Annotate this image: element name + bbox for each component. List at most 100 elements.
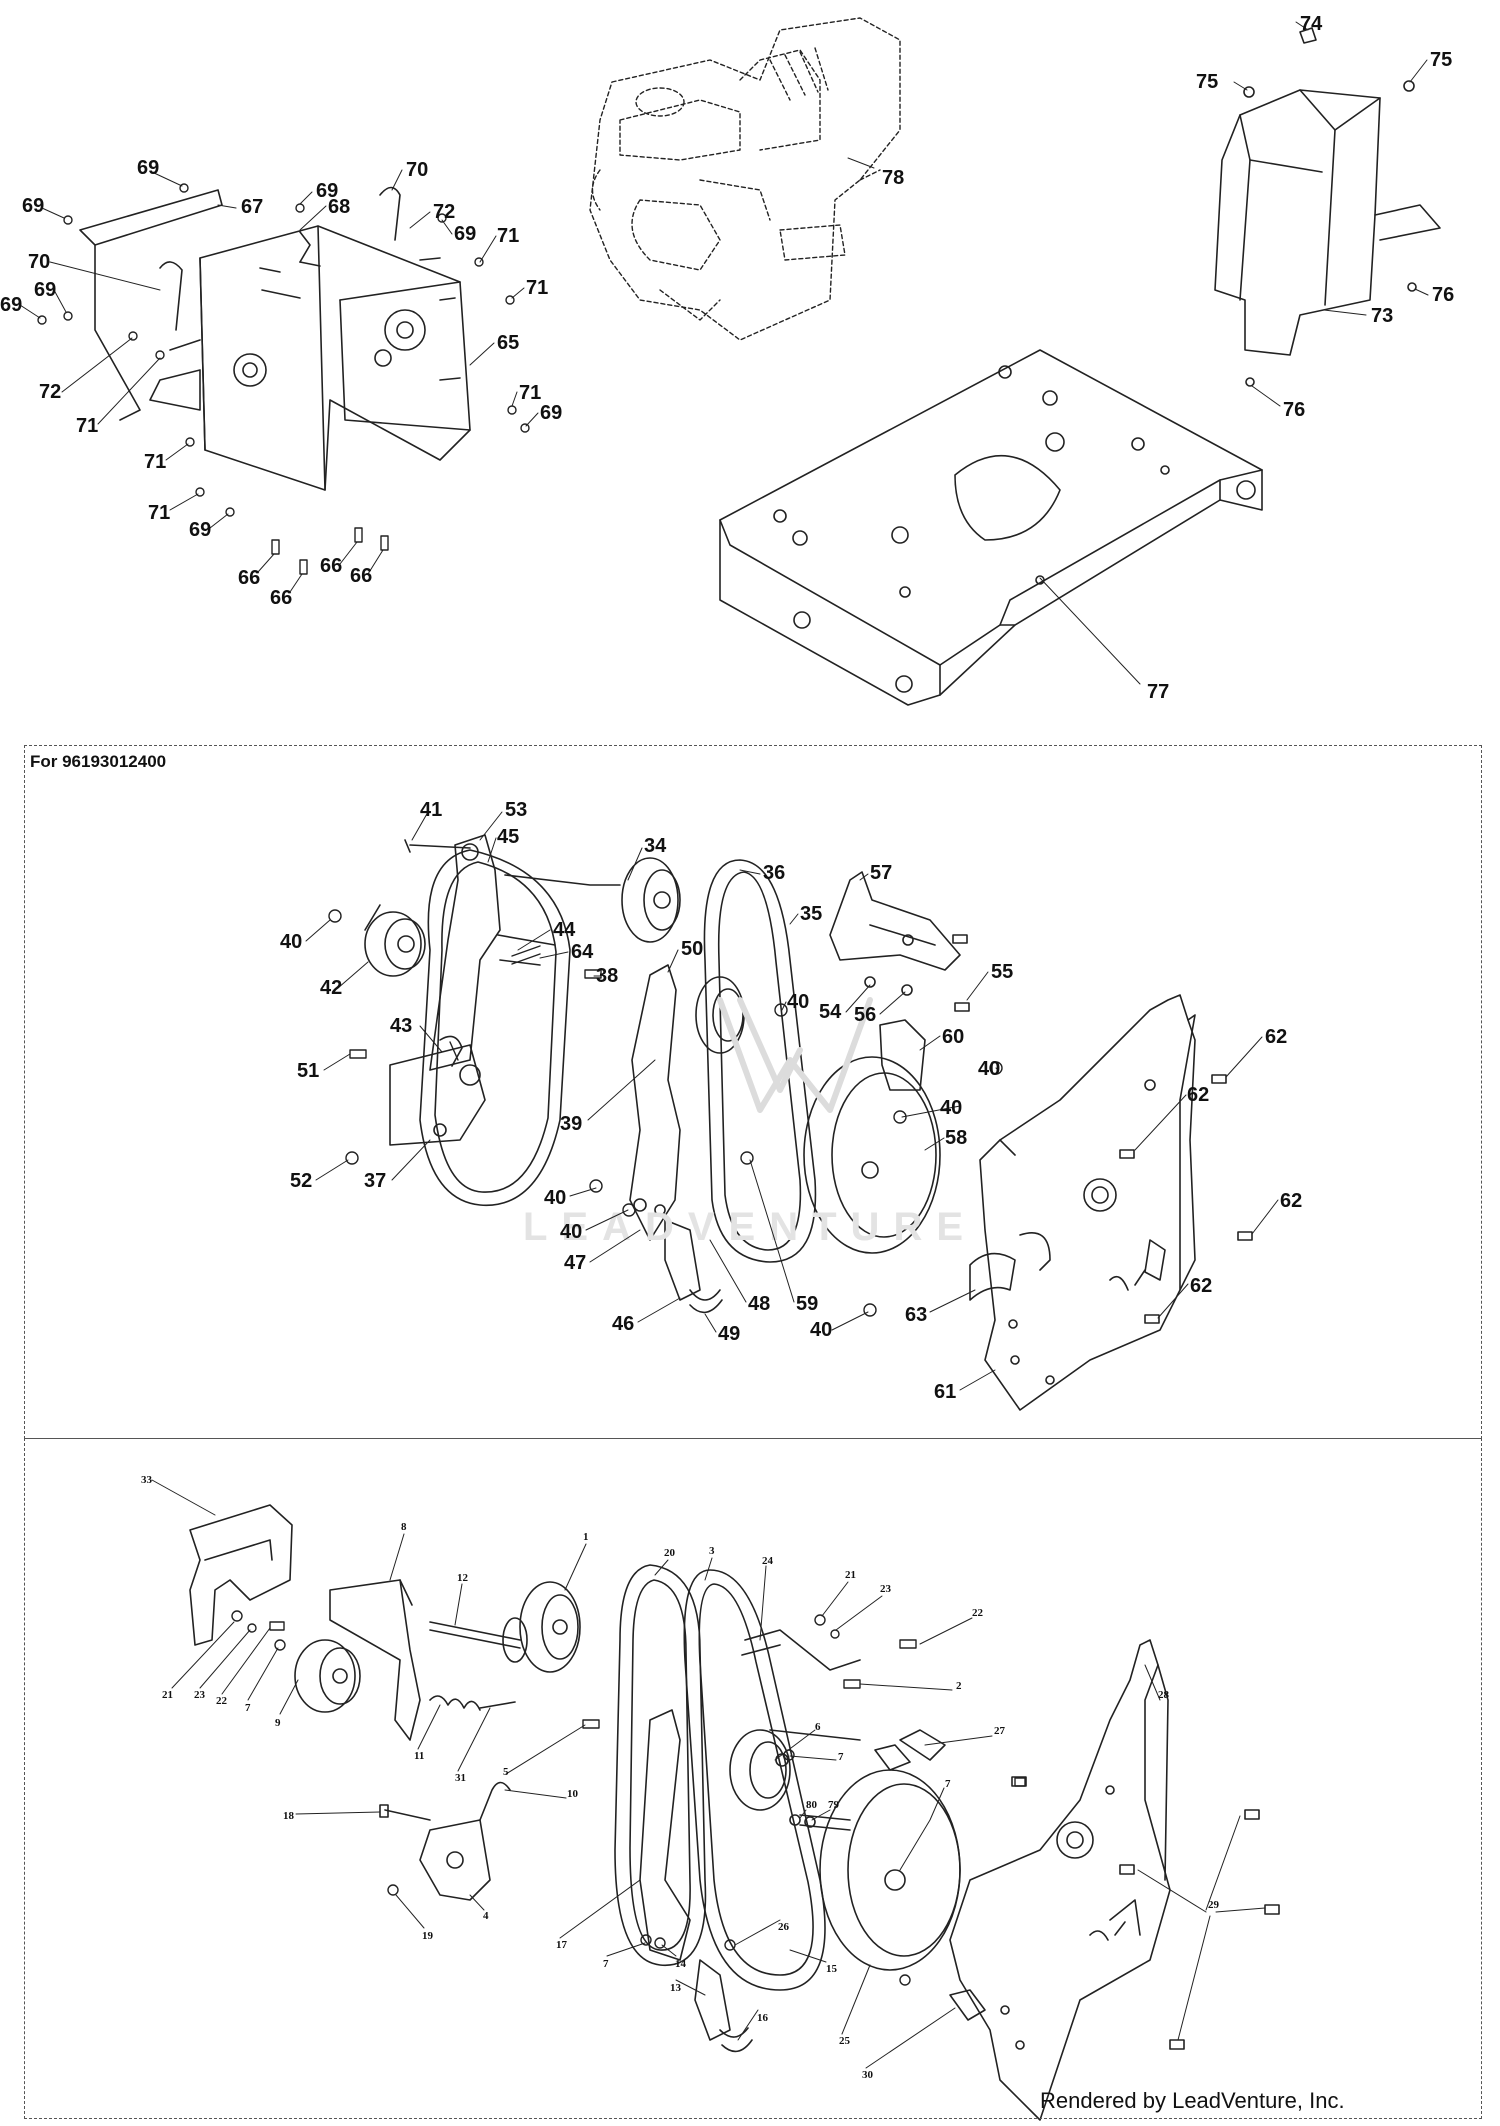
callout-label-48: 48 [748, 1293, 771, 1315]
engine-dashed-outline [589, 17, 901, 341]
callout-label-54: 54 [819, 1001, 842, 1023]
callout-label-67: 67 [241, 196, 264, 218]
callout-label-53: 53 [505, 799, 528, 821]
callout-label-77: 77 [1147, 681, 1170, 703]
callout-label-9: 9 [275, 1717, 281, 1729]
callout-label-56: 56 [854, 1004, 877, 1026]
callout-label-43: 43 [390, 1015, 413, 1037]
callout-label-40b: 40 [787, 991, 810, 1013]
callout-label-23a: 23 [880, 1583, 891, 1595]
callout-label-73: 73 [1371, 305, 1394, 327]
callout-label-69h: 69 [189, 519, 212, 541]
belt-cover-right [1214, 27, 1441, 387]
callout-label-12: 12 [457, 1572, 468, 1584]
callout-label-34: 34 [644, 835, 667, 857]
callout-label-10: 10 [567, 1788, 578, 1800]
callout-label-58: 58 [945, 1127, 968, 1149]
callout-label-17: 17 [556, 1939, 567, 1951]
callout-label-35: 35 [800, 903, 823, 925]
callout-label-75a: 75 [1196, 71, 1219, 93]
callout-label-19: 19 [422, 1930, 433, 1942]
callout-label-47: 47 [564, 1252, 587, 1274]
mid-pulleys [364, 857, 941, 1254]
callout-label-80: 80 [806, 1799, 817, 1811]
callout-label-76a: 76 [1432, 284, 1455, 306]
callout-label-71c: 71 [519, 382, 542, 404]
callout-label-72b: 72 [39, 381, 62, 403]
callout-label-45: 45 [497, 826, 520, 848]
callout-label-39: 39 [560, 1113, 583, 1135]
callout-label-76b: 76 [1283, 399, 1306, 421]
bottom-brake-arm [639, 1629, 861, 2053]
callout-label-2: 2 [956, 1680, 962, 1692]
callout-label-20: 20 [664, 1547, 675, 1559]
callout-label-64: 64 [571, 941, 594, 963]
callout-label-16: 16 [757, 2012, 768, 2024]
callout-label-62d: 62 [1190, 1275, 1213, 1297]
bottom-main-pulley-25 [789, 1769, 961, 1971]
callout-label-79: 79 [828, 1799, 839, 1811]
callout-label-7d: 7 [603, 1958, 609, 1970]
callout-label-21b: 21 [162, 1689, 173, 1701]
callout-label-49: 49 [718, 1323, 741, 1345]
callout-label-71a: 71 [497, 225, 520, 247]
callout-label-26: 26 [778, 1921, 789, 1933]
mid-small-hardware [328, 909, 1003, 1317]
callout-label-75b: 75 [1430, 49, 1453, 71]
callout-label-70a: 70 [406, 159, 429, 181]
callout-label-60: 60 [942, 1026, 965, 1048]
callout-label-41: 41 [420, 799, 443, 821]
callout-label-27: 27 [994, 1725, 1005, 1737]
callout-label-22a: 22 [972, 1607, 983, 1619]
mid-brake-arm [629, 964, 723, 1314]
callout-label-61: 61 [934, 1381, 957, 1403]
bottom-side-plate-28 [874, 1639, 1280, 2121]
callout-label-74: 74 [1300, 13, 1323, 35]
callout-label-40f: 40 [560, 1221, 583, 1243]
callout-label-62c: 62 [1280, 1190, 1303, 1212]
callout-label-57: 57 [870, 862, 893, 884]
callout-label-52: 52 [290, 1170, 313, 1192]
callout-label-69b: 69 [22, 195, 45, 217]
callout-label-25: 25 [839, 2035, 850, 2047]
frame-housing-group [79, 186, 471, 491]
callout-label-62a: 62 [1265, 1026, 1288, 1048]
footer-credit: Rendered by LeadVenture, Inc. [1040, 2088, 1345, 2113]
callout-label-71e: 71 [144, 451, 167, 473]
callout-label-66d: 66 [270, 587, 293, 609]
callout-label-69e: 69 [34, 279, 57, 301]
callout-label-55: 55 [991, 961, 1014, 983]
bottom-bracket-4 [379, 1781, 511, 1901]
callout-label-42: 42 [320, 977, 343, 999]
callout-label-18: 18 [283, 1810, 294, 1822]
callout-label-1: 1 [583, 1531, 589, 1543]
section-frame-bottom [24, 1438, 1482, 2119]
leader-78 [847, 157, 875, 169]
callout-label-14: 14 [675, 1958, 686, 1970]
callout-label-23b: 23 [194, 1689, 205, 1701]
callout-label-69c: 69 [316, 180, 339, 202]
callout-label-3: 3 [709, 1545, 715, 1557]
callout-label-40g: 40 [810, 1319, 833, 1341]
callout-label-59: 59 [796, 1293, 819, 1315]
callout-label-8: 8 [401, 1521, 407, 1533]
engine-mounting-plate [719, 349, 1263, 706]
leaders-top-right [1233, 21, 1429, 407]
callout-label-36: 36 [763, 862, 786, 884]
mid-bracket-57 [829, 871, 970, 1091]
callout-label-4: 4 [483, 1910, 489, 1922]
callout-label-69g: 69 [540, 402, 563, 424]
bottom-idler-assembly [294, 1579, 581, 1741]
callout-label-6: 6 [815, 1721, 821, 1733]
callout-label-22b: 22 [216, 1695, 227, 1707]
callout-label-21a: 21 [845, 1569, 856, 1581]
callout-label-71b: 71 [526, 277, 549, 299]
callout-label-31: 31 [455, 1772, 466, 1784]
mid-belts [419, 849, 817, 1263]
callout-label-66a: 66 [238, 567, 261, 589]
mid-watermark-logo [717, 997, 873, 1113]
callout-label-28: 28 [1158, 1689, 1169, 1701]
leaders-bottom [151, 1479, 1266, 2069]
callout-label-72a: 72 [433, 201, 456, 223]
callout-label-33: 33 [141, 1474, 152, 1486]
